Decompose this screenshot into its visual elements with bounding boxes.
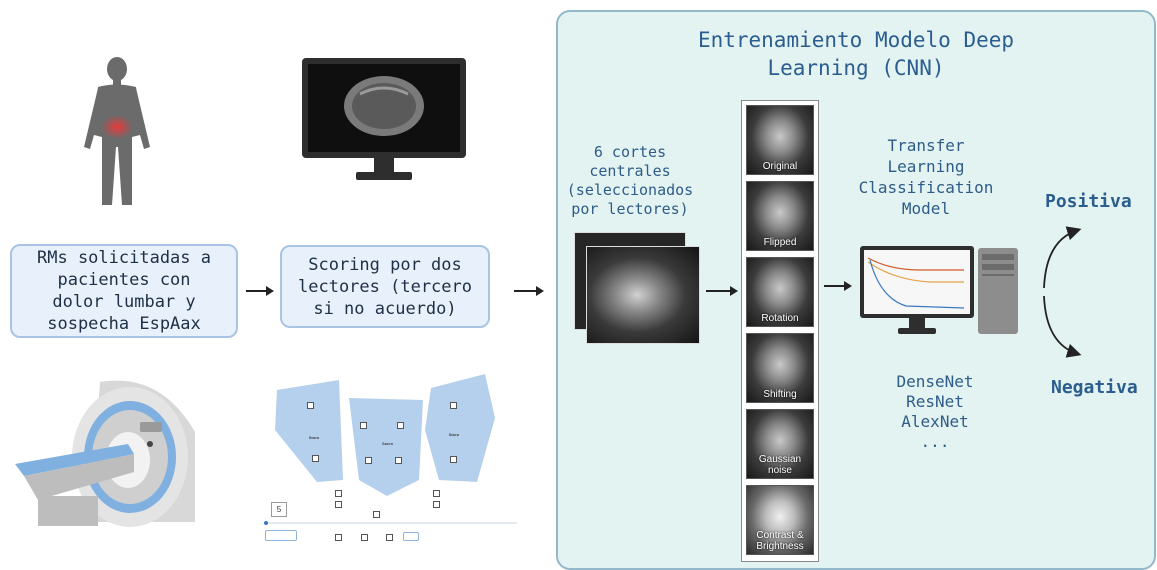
arrow-icon (514, 286, 544, 296)
scoring-form: Ilíaco Sacro Ilíaco 5 (255, 370, 525, 550)
checkbox[interactable] (395, 457, 402, 464)
augmentation-original: Original (746, 105, 814, 175)
checkbox[interactable] (450, 456, 457, 463)
negative-label: Negativa (1051, 377, 1138, 398)
checkbox[interactable] (307, 402, 314, 409)
augmentation-rotation: Rotation (746, 257, 814, 327)
mri-scanner-icon (10, 372, 210, 532)
region-label-iliac-left: Ilíaco (309, 435, 320, 440)
positive-label: Positiva (1045, 191, 1132, 212)
models-list: DenseNet ResNet AlexNet ... (896, 372, 974, 451)
augmentation-flipped: Flipped (746, 181, 814, 251)
checkbox[interactable] (433, 501, 440, 508)
augmentation-label: Flipped (763, 237, 797, 248)
monitor-icon (300, 58, 468, 188)
scoring-button[interactable] (403, 532, 419, 541)
arrow-icon (824, 281, 852, 291)
checkbox[interactable] (386, 534, 393, 541)
arrow-icon (706, 286, 738, 296)
augmentation-label: Shifting (763, 389, 797, 400)
human-figure-icon (60, 55, 175, 215)
augmentation-label: Contrast & Brightness (756, 530, 804, 552)
arrow-icon (246, 286, 274, 296)
panel-title: Entrenamiento Modelo Deep Learning (CNN) (697, 28, 1015, 80)
augmentation-label: Gaussian noise (758, 454, 802, 476)
checkbox[interactable] (335, 534, 342, 541)
mri-request-box: RMs solicitadas a pacientes con dolor lu… (10, 244, 238, 338)
augmentation-gaussian-noise: Gaussian noise (746, 409, 814, 479)
augmentation-shifting: Shifting (746, 333, 814, 403)
region-label-iliac-right: Ilíaco (449, 432, 460, 437)
augmentation-column: Original Flipped Rotation Shifting Gauss… (741, 100, 819, 562)
mri-request-text: RMs solicitadas a pacientes con dolor lu… (37, 248, 211, 334)
checkbox[interactable] (360, 422, 367, 429)
checkbox[interactable] (373, 511, 380, 518)
checkbox[interactable] (433, 490, 440, 497)
checkbox[interactable] (312, 455, 319, 462)
region-label-sacrum: Sacro (382, 441, 394, 446)
slices-label: 6 cortes centrales (seleccionados por le… (566, 143, 694, 218)
model-label: Transfer Learning Classification Model (858, 136, 994, 218)
computer-icon (860, 244, 1022, 344)
scoring-text: Scoring por dos lectores (tercero si no … (298, 254, 472, 319)
checkbox[interactable] (397, 422, 404, 429)
checkbox[interactable] (335, 490, 342, 497)
slice-number-input[interactable]: 5 (271, 502, 287, 517)
augmentation-label: Rotation (761, 313, 799, 324)
checkbox[interactable] (361, 534, 368, 541)
branch-arrows-icon (1026, 218, 1086, 366)
checkbox[interactable] (450, 402, 457, 409)
augmentation-contrast-brightness: Contrast & Brightness (746, 485, 814, 555)
augmentation-label: Original (762, 161, 798, 172)
mri-slices-stack (574, 232, 700, 344)
scoring-button[interactable] (265, 530, 297, 541)
scoring-box: Scoring por dos lectores (tercero si no … (280, 245, 490, 328)
checkbox[interactable] (335, 501, 342, 508)
checkbox[interactable] (365, 457, 372, 464)
